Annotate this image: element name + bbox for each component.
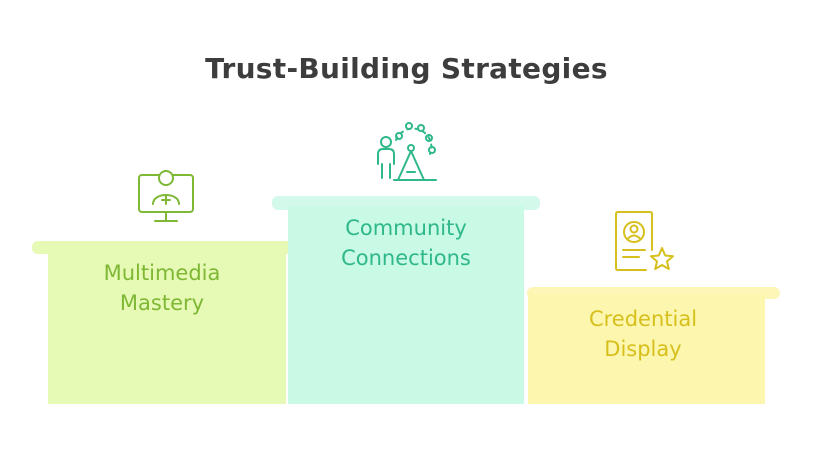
- podium-block: [48, 249, 286, 404]
- monitor-person-icon: [138, 170, 194, 222]
- diagram-title: Trust-Building Strategies: [205, 52, 608, 85]
- stage-label: Multimedia Mastery: [48, 258, 276, 318]
- stage-label-line: Connections: [341, 246, 471, 270]
- stage-label-line: Credential: [588, 307, 698, 331]
- people-ferris-wheel-icon: [377, 122, 437, 181]
- stage-label-line: Multimedia: [103, 261, 221, 285]
- stage-label-line: Community: [345, 216, 467, 240]
- certificate-star-icon: [615, 211, 674, 271]
- stage-label-line: Display: [604, 337, 682, 361]
- podium-block: [528, 294, 765, 404]
- stage-label: Credential Display: [528, 304, 758, 364]
- stage-label-line: Mastery: [119, 291, 205, 315]
- stage-label: Community Connections: [288, 213, 524, 273]
- podium-block: [288, 206, 524, 404]
